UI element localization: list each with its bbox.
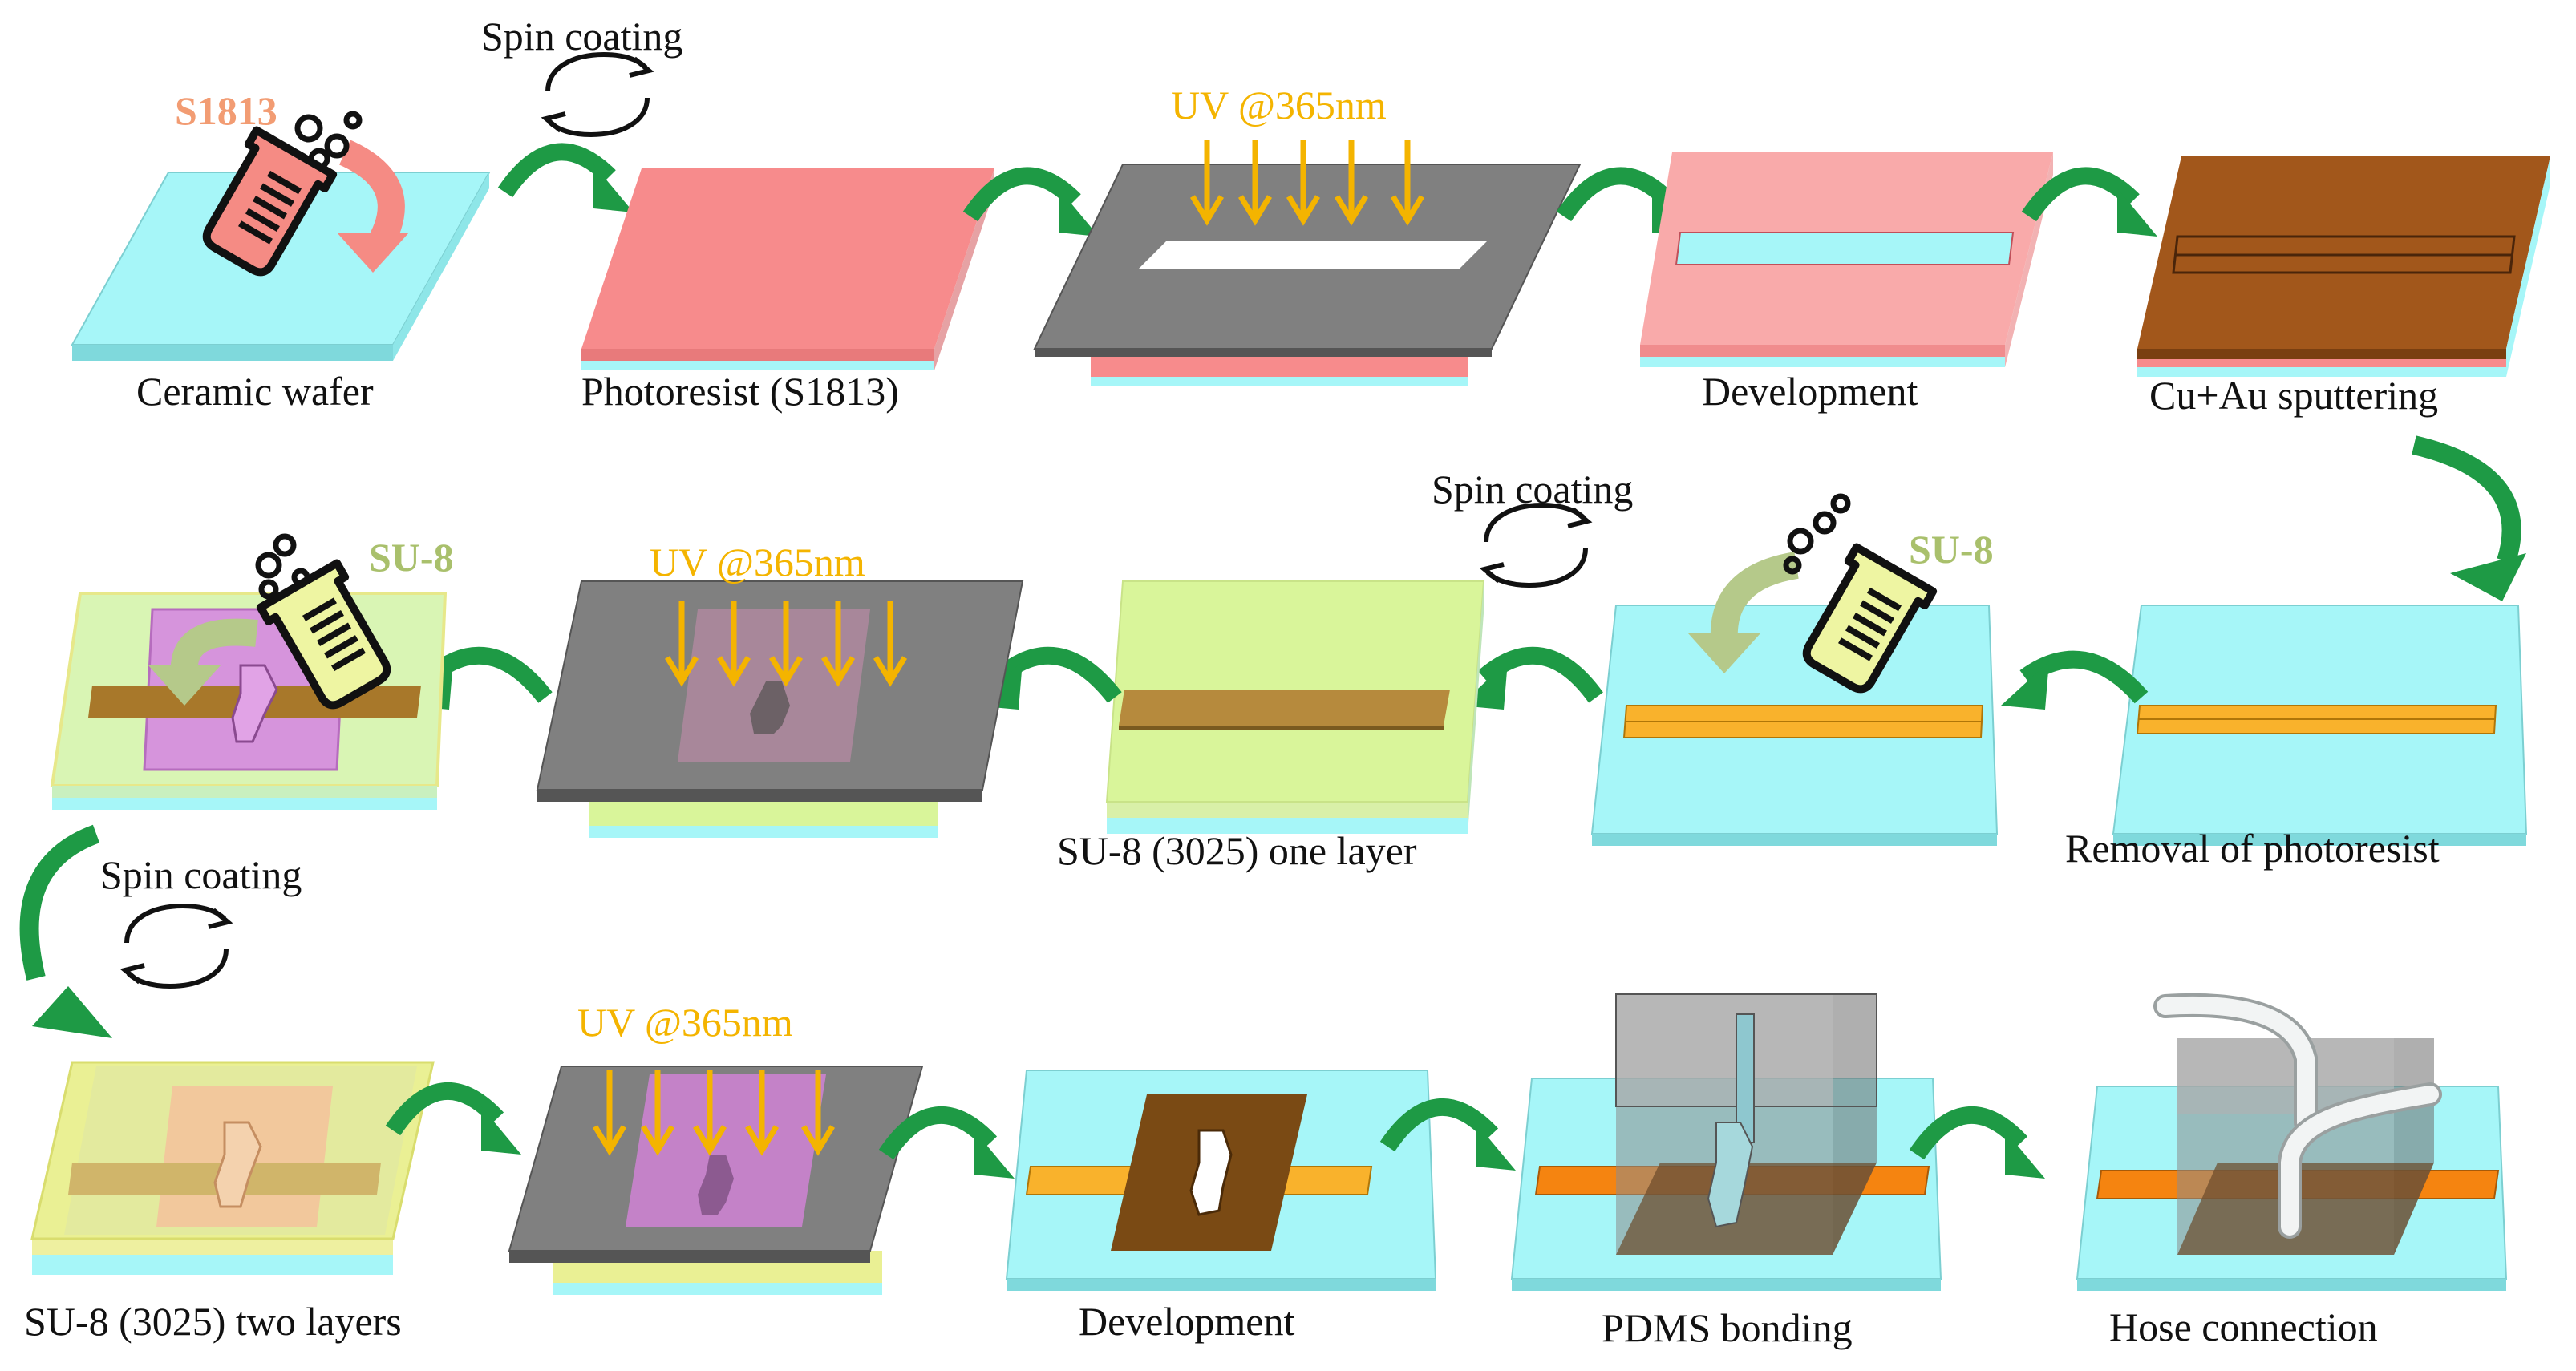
label-su8-two-layers: SU-8 (3025) two layers [24,1299,402,1344]
process-arrow-icon [1460,646,1603,710]
label-development-2: Development [1079,1299,1294,1344]
process-arrow-icon [2021,167,2157,237]
process-arrow-icon [19,824,112,1038]
step-sputtering: Cu+Au sputtering [2137,156,2550,418]
process-arrow-icon [962,167,1099,237]
hose-icon [2153,993,2442,1239]
chem-label-su8: SU-8 [1909,527,1994,572]
step-ceramic-wafer: S1813 Ceramic wafer [71,88,491,414]
label-pdms-bonding: PDMS bonding [1602,1305,1853,1350]
label-su8-one-layer: SU-8 (3025) one layer [1057,828,1417,873]
step-uv-exposure-3: UV @365nm [508,1000,924,1295]
step-su8-one-layer: SU-8 (3025) one layer [1057,580,1485,873]
bubble-icon [255,533,310,600]
uv-label: UV @365nm [650,540,865,584]
label-removal: Removal of photoresist [2065,826,2440,871]
bubble-icon [1783,493,1851,575]
spin-coating-2: Spin coating [1432,467,1633,585]
step-su8-pour-2: SU-8 [50,533,454,810]
spin-label: Spin coating [481,14,682,59]
rotation-icon [546,55,649,135]
step-uv-exposure-1: UV @365nm [1033,83,1582,386]
process-arrow-icon [2001,650,2149,710]
process-arrow-icon [1909,1106,2045,1179]
uv-label: UV @365nm [577,1000,793,1045]
pour-arrow-icon [148,618,258,706]
step-su8-two-layers: SU-8 (3025) two layers [24,1061,435,1344]
label-development-1: Development [1702,369,1918,414]
step-su8-pour-1: SU-8 [1590,493,1999,846]
pour-arrow-icon [1688,552,1800,673]
step-development-2: Development [1005,1070,1437,1344]
step-pdms-bonding: PDMS bonding [1510,993,1942,1350]
chem-label-s1813: S1813 [175,88,277,133]
process-arrow-icon [2412,435,2526,601]
step-uv-exposure-2: UV @365nm [536,540,1024,838]
step-hose-connection: Hose connection [2076,993,2508,1349]
pdms-block [1615,993,1877,1255]
label-ceramic-wafer: Ceramic wafer [136,369,374,414]
step-removal-photoresist: Removal of photoresist [2065,605,2528,871]
process-arrow-icon [385,1082,521,1155]
process-arrow-icon [1379,1098,1516,1171]
chem-label-su8: SU-8 [369,535,454,580]
rotation-icon [125,906,228,986]
pour-arrow-icon [337,140,409,273]
spin-coating-3: Spin coating [100,852,302,986]
uv-label: UV @365nm [1171,83,1387,127]
bubble-icon [294,111,363,170]
step-development-1: Development [1640,152,2053,414]
label-hose-connection: Hose connection [2109,1304,2378,1349]
process-arrow-icon [878,1106,1015,1179]
label-sputtering: Cu+Au sputtering [2149,373,2438,418]
spin-coating-1: Spin coating [481,14,682,135]
process-arrow-icon [497,143,634,212]
step-photoresist: Photoresist (S1813) [581,168,994,414]
label-photoresist: Photoresist (S1813) [581,369,899,414]
spin-label: Spin coating [100,852,302,897]
rotation-icon [1484,505,1587,585]
